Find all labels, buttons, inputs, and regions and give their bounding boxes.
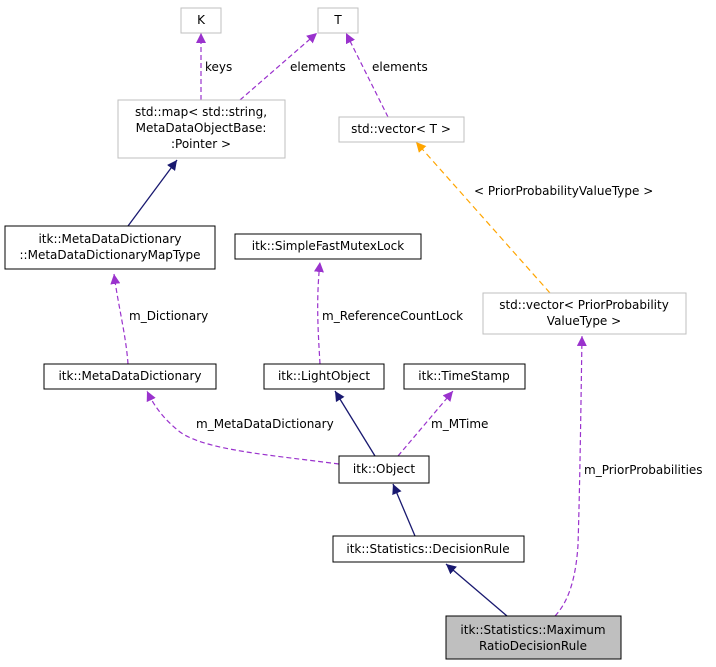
node-simplefastmutexlock-label: itk::SimpleFastMutexLock bbox=[252, 239, 405, 253]
edge-keys: keys bbox=[196, 33, 232, 100]
edge-decisionrule-inherit-line bbox=[445, 563, 508, 617]
node-maximumratiodecisionrule-label-2: RatioDecisionRule bbox=[479, 639, 587, 653]
edge-refcount-label: m_ReferenceCountLock bbox=[322, 309, 463, 323]
node-metadatadictionarymaptype-label-2: ::MetaDataDictionaryMapType bbox=[20, 248, 201, 262]
edge-priorprobabilities-label: m_PriorProbabilities bbox=[584, 463, 703, 477]
edge-lightobject-inherit-line bbox=[334, 390, 376, 457]
edge-elements-map: elements bbox=[239, 32, 346, 101]
edge-lightobject-inherit bbox=[334, 390, 376, 457]
edge-mtime: m_MTime bbox=[397, 390, 488, 457]
node-object-label: itk::Object bbox=[353, 462, 415, 476]
node-std-vector-T-label: std::vector< T > bbox=[351, 122, 451, 136]
edge-elements-vec-line bbox=[345, 32, 389, 118]
node-timestamp-label: itk::TimeStamp bbox=[418, 369, 509, 383]
node-std-map-label-2: MetaDataObjectBase: bbox=[136, 121, 267, 135]
edge-template-arg-line bbox=[415, 141, 551, 294]
node-std-vector-priorprobability-label-1: std::vector< PriorProbability bbox=[499, 298, 669, 312]
node-std-vector-priorprobability-label-2: ValueType > bbox=[547, 314, 621, 328]
node-std-map[interactable]: std::map< std::string, MetaDataObjectBas… bbox=[117, 99, 286, 159]
edge-keys-label: keys bbox=[205, 60, 232, 74]
node-T-label: T bbox=[333, 13, 342, 27]
edge-template-arg-label: < PriorProbabilityValueType > bbox=[474, 184, 653, 198]
node-std-vector-priorprobability[interactable]: std::vector< PriorProbability ValueType … bbox=[482, 292, 687, 335]
node-maximumratiodecisionrule-label-1: itk::Statistics::Maximum bbox=[460, 623, 605, 637]
edge-refcount: m_ReferenceCountLock bbox=[313, 261, 463, 365]
node-lightobject-label: itk::LightObject bbox=[278, 369, 370, 383]
edge-template-arg: < PriorProbabilityValueType > bbox=[415, 141, 653, 294]
node-timestamp[interactable]: itk::TimeStamp bbox=[403, 363, 526, 390]
node-metadatadictionarymaptype[interactable]: itk::MetaDataDictionary ::MetaDataDictio… bbox=[4, 225, 216, 270]
edge-priorprobabilities: m_PriorProbabilities bbox=[554, 335, 703, 617]
node-metadatadictionary[interactable]: itk::MetaDataDictionary bbox=[43, 363, 217, 390]
node-K-label: K bbox=[197, 13, 206, 27]
node-maximumratiodecisionrule[interactable]: itk::Statistics::Maximum RatioDecisionRu… bbox=[445, 615, 622, 660]
edge-elements-map-label: elements bbox=[290, 60, 346, 74]
edge-metadatadict-line bbox=[146, 390, 340, 465]
node-decisionrule[interactable]: itk::Statistics::DecisionRule bbox=[332, 535, 525, 563]
edge-mtime-line bbox=[397, 390, 454, 457]
edge-metadatadict: m_MetaDataDictionary bbox=[146, 390, 340, 465]
edge-map-inherit-line bbox=[127, 159, 178, 227]
node-simplefastmutexlock[interactable]: itk::SimpleFastMutexLock bbox=[234, 233, 422, 260]
edge-elements-vec: elements bbox=[345, 32, 428, 118]
node-metadatadictionary-label: itk::MetaDataDictionary bbox=[58, 369, 201, 383]
edge-elements-vec-label: elements bbox=[372, 60, 428, 74]
node-metadatadictionarymaptype-label-1: itk::MetaDataDictionary bbox=[38, 232, 181, 246]
node-decisionrule-label: itk::Statistics::DecisionRule bbox=[346, 542, 509, 556]
node-std-vector-T[interactable]: std::vector< T > bbox=[338, 116, 465, 143]
edge-refcount-line bbox=[313, 261, 324, 365]
edge-dictionary-line bbox=[110, 273, 129, 365]
nodes: K T std::map< std::string, MetaDataObjec… bbox=[4, 7, 687, 660]
edge-metadatadict-label: m_MetaDataDictionary bbox=[196, 417, 334, 431]
edge-elements-map-line bbox=[239, 32, 318, 101]
edge-decisionrule-inherit bbox=[445, 563, 508, 617]
node-T[interactable]: T bbox=[317, 7, 359, 34]
node-object[interactable]: itk::Object bbox=[338, 455, 430, 484]
edge-priorprobabilities-line bbox=[554, 335, 587, 617]
node-std-map-label-1: std::map< std::string, bbox=[135, 105, 267, 119]
edge-object-inherit-line bbox=[392, 483, 416, 537]
edge-map-inherit bbox=[127, 159, 178, 227]
node-std-map-label-3: :Pointer > bbox=[171, 137, 231, 151]
edge-dictionary-label: m_Dictionary bbox=[129, 309, 208, 323]
edge-mtime-label: m_MTime bbox=[431, 417, 488, 431]
node-lightobject[interactable]: itk::LightObject bbox=[263, 363, 385, 390]
edge-object-inherit bbox=[392, 483, 416, 537]
edges: keys elements elements < PriorProbabilit… bbox=[110, 32, 703, 617]
node-K[interactable]: K bbox=[180, 7, 222, 34]
edge-dictionary: m_Dictionary bbox=[110, 273, 208, 365]
